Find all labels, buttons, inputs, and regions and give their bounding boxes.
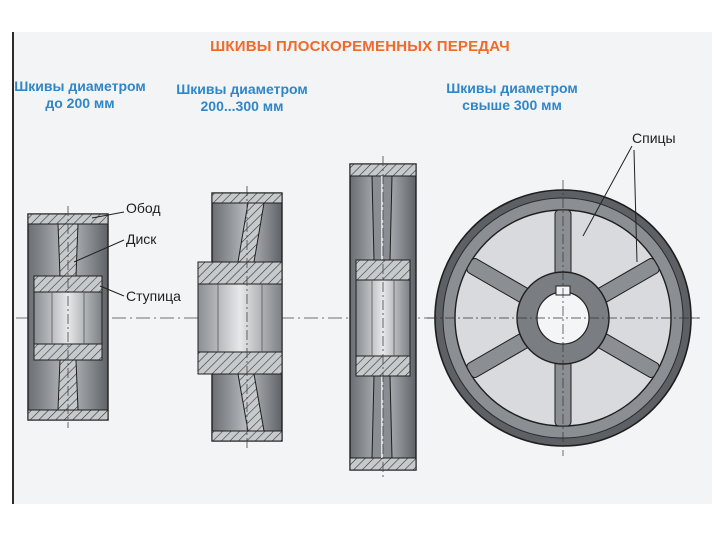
label-spokes: Спицы (632, 130, 676, 146)
caption-large-pulley: Шкивы диаметром свыше 300 мм (438, 80, 586, 114)
caption-small-pulley: Шкивы диаметром до 200 мм (10, 78, 150, 112)
spokes-leader-lines (582, 145, 638, 263)
label-rim: Обод (126, 200, 161, 216)
caption-large-pulley-line1: Шкивы диаметром (446, 80, 578, 96)
pulley-small-section (27, 206, 109, 428)
page-title: ШКИВЫ ПЛОСКОРЕМЕННЫХ ПЕРЕДАЧ (210, 38, 510, 55)
label-hub: Ступица (126, 288, 181, 304)
caption-medium-pulley-line1: Шкивы диаметром (176, 81, 308, 97)
caption-small-pulley-line1: Шкивы диаметром (14, 78, 146, 94)
caption-medium-pulley-line2: 200...300 мм (200, 98, 284, 114)
caption-large-pulley-line2: свыше 300 мм (462, 97, 562, 113)
pulley-spoked-front-view (427, 180, 699, 456)
pulley-medium-section (197, 186, 283, 448)
leader-lines (73, 211, 125, 297)
caption-small-pulley-line2: до 200 мм (45, 95, 115, 111)
caption-medium-pulley: Шкивы диаметром 200...300 мм (168, 81, 316, 115)
pulley-large-section (349, 156, 417, 478)
label-disc: Диск (126, 231, 157, 247)
